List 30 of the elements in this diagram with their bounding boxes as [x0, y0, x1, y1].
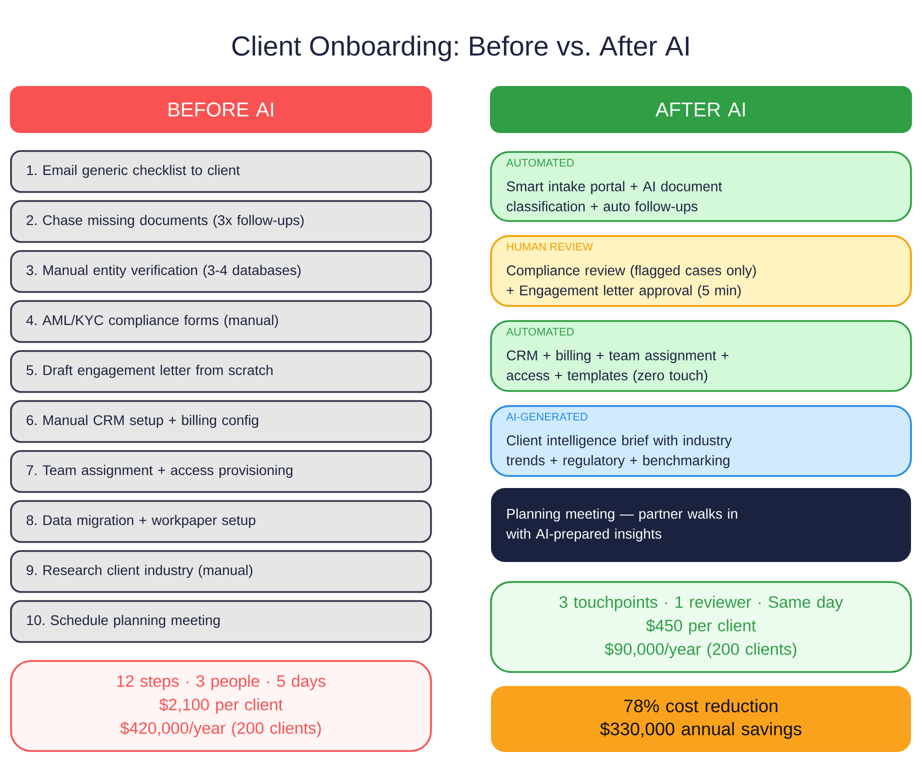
step-box: 9. Research client industry (manual) [10, 550, 432, 593]
step-description: CRM + billing + team assignment + access + templates (zero touch) [506, 350, 728, 384]
step-card [490, 151, 912, 222]
step-box: 10. Schedule planning meeting [10, 600, 432, 643]
savings-box: 78% cost reduction $330,000 annual savings [491, 686, 911, 752]
step-description: Client intelligence brief with industry trends + regulatory + benchmarking [506, 435, 732, 468]
summary-box: 3 touchpoints · 1 reviewer · Same day $450 per client $90,000/year (200 clients) [490, 581, 912, 673]
step-box: 4. AML/KYC compliance forms (manual) [10, 300, 432, 343]
status-tag: AI-GENERATED [506, 412, 588, 421]
status-tag: AUTOMATED [506, 158, 574, 167]
step-card [490, 235, 912, 307]
step-card [491, 488, 911, 562]
status-tag: HUMAN REVIEW [507, 242, 593, 251]
step-card [490, 405, 912, 477]
column-header: BEFORE AI [10, 86, 432, 133]
step-description: Smart intake portal + AI document classification + auto follow-ups [506, 181, 722, 214]
title: Client Onboarding: Before vs. After AI [232, 36, 688, 62]
step-box: 2. Chase missing documents (3x follow-ups) [10, 200, 432, 243]
step-box: 1. Email generic checklist to client [10, 150, 432, 193]
step-description: Compliance review (flagged cases only) + Engagement letter approval (5 min) [506, 265, 756, 298]
summary-box: 12 steps · 3 people · 5 days $2,100 per client $420,000/year (200 clients) [10, 660, 432, 752]
step-box: 6. Manual CRM setup + billing config [10, 400, 432, 443]
step-box: 3. Manual entity verification (3-4 databases) [10, 250, 432, 293]
step-description: Planning meeting — partner walks in with AI-prepared insights [506, 508, 738, 542]
step-box: 8. Data migration + workpaper setup [10, 500, 432, 543]
step-box: 7. Team assignment + access provisioning [10, 450, 432, 493]
status-tag: AUTOMATED [506, 328, 574, 336]
column-header: AFTER AI [490, 86, 912, 133]
step-card [490, 320, 912, 392]
step-box: 5. Draft engagement letter from scratch [10, 350, 432, 393]
